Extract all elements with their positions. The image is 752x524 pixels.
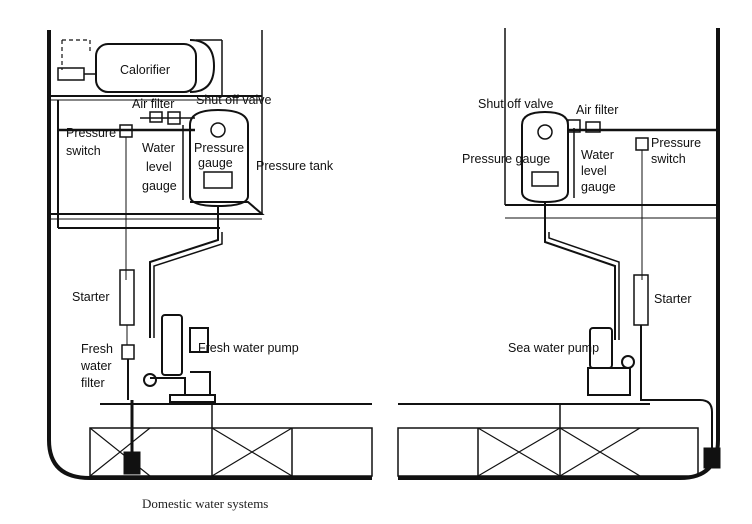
left-db-frame	[89, 427, 373, 477]
fresh-water-filter	[121, 344, 135, 360]
right-hull	[398, 28, 720, 480]
label-sea-water-pump: Sea water pump	[508, 341, 599, 355]
label-fresh-water-filter-3: filter	[81, 376, 105, 390]
label-left-air-filter: Air filter	[132, 97, 174, 111]
right-db-cross2	[559, 427, 641, 477]
left-db-cross1	[89, 427, 151, 477]
label-fresh-water-filter-1: Fresh	[81, 342, 113, 356]
left-db-cross2	[211, 427, 293, 477]
fresh-water-pump-motor	[161, 314, 183, 376]
right-discharge-pipe	[640, 325, 713, 450]
label-left-pressure-switch-1: Pressure	[66, 126, 116, 140]
left-pressure-tank	[189, 108, 249, 208]
fresh-water-pump-head	[189, 327, 209, 353]
sea-water-pump-body	[587, 367, 631, 396]
calorifier-end	[189, 39, 216, 93]
label-right-starter: Starter	[654, 292, 692, 306]
label-right-pressure-gauge: Pressure gauge	[462, 152, 550, 166]
label-left-starter: Starter	[72, 290, 110, 304]
caption: Domestic water systems	[142, 496, 268, 511]
label-right-pressure-switch-1: Pressure	[651, 136, 701, 150]
right-shutoff-valve	[567, 119, 581, 133]
right-starter	[633, 274, 649, 326]
label-right-shut-off-valve: Shut off valve	[478, 97, 554, 111]
left-pressure-gauge-dial	[210, 122, 226, 138]
right-pump-riser-2	[548, 232, 620, 340]
left-hull	[47, 30, 372, 480]
label-right-water-level-1: Water	[581, 148, 614, 162]
right-tank-plate	[531, 171, 559, 187]
label-left-pressure-gauge-1: Pressure	[194, 141, 244, 155]
label-left-water-level-1: Water	[142, 141, 175, 155]
label-calorifier: Calorifier	[120, 63, 170, 77]
calorifier-dashed-pipe	[61, 39, 91, 70]
label-left-pressure-switch-2: switch	[66, 144, 101, 158]
right-pressure-tank	[521, 110, 569, 204]
left-air-filter	[149, 111, 163, 123]
label-right-water-level-3: gauge	[581, 180, 616, 194]
right-sea-chest	[703, 447, 721, 469]
label-left-water-level-3: gauge	[142, 179, 177, 193]
calorifier-tank	[95, 43, 197, 93]
right-air-filter	[585, 121, 601, 133]
label-fresh-water-filter-2: water	[80, 359, 112, 373]
left-starter	[119, 269, 135, 326]
fresh-water-pump-base	[169, 394, 216, 403]
left-pump-riser	[149, 232, 219, 338]
right-db-cross1	[477, 427, 561, 477]
sea-water-pump-valve	[621, 355, 635, 369]
right-pressure-gauge-dial	[537, 124, 553, 140]
left-system	[47, 30, 373, 480]
right-system	[397, 28, 721, 480]
label-right-water-level-2: level	[581, 164, 607, 178]
left-tank-plate	[203, 171, 233, 189]
left-sea-chest	[123, 451, 141, 475]
right-pump-riser	[544, 232, 616, 340]
label-left-pressure-gauge-2: gauge	[198, 156, 233, 170]
label-right-air-filter: Air filter	[576, 103, 618, 117]
label-fresh-water-pump: Fresh water pump	[198, 341, 299, 355]
label-left-pressure-tank: Pressure tank	[256, 159, 334, 173]
label-left-water-level-2: level	[146, 160, 172, 174]
right-db-frame	[397, 427, 699, 477]
right-pressure-switch-box	[635, 137, 649, 151]
label-right-pressure-switch-2: switch	[651, 152, 686, 166]
left-tank-platform	[49, 201, 265, 215]
fresh-water-pump-valve	[143, 373, 157, 387]
label-left-shut-off-valve: Shut off valve	[196, 93, 272, 107]
left-pump-riser-2	[153, 232, 223, 338]
